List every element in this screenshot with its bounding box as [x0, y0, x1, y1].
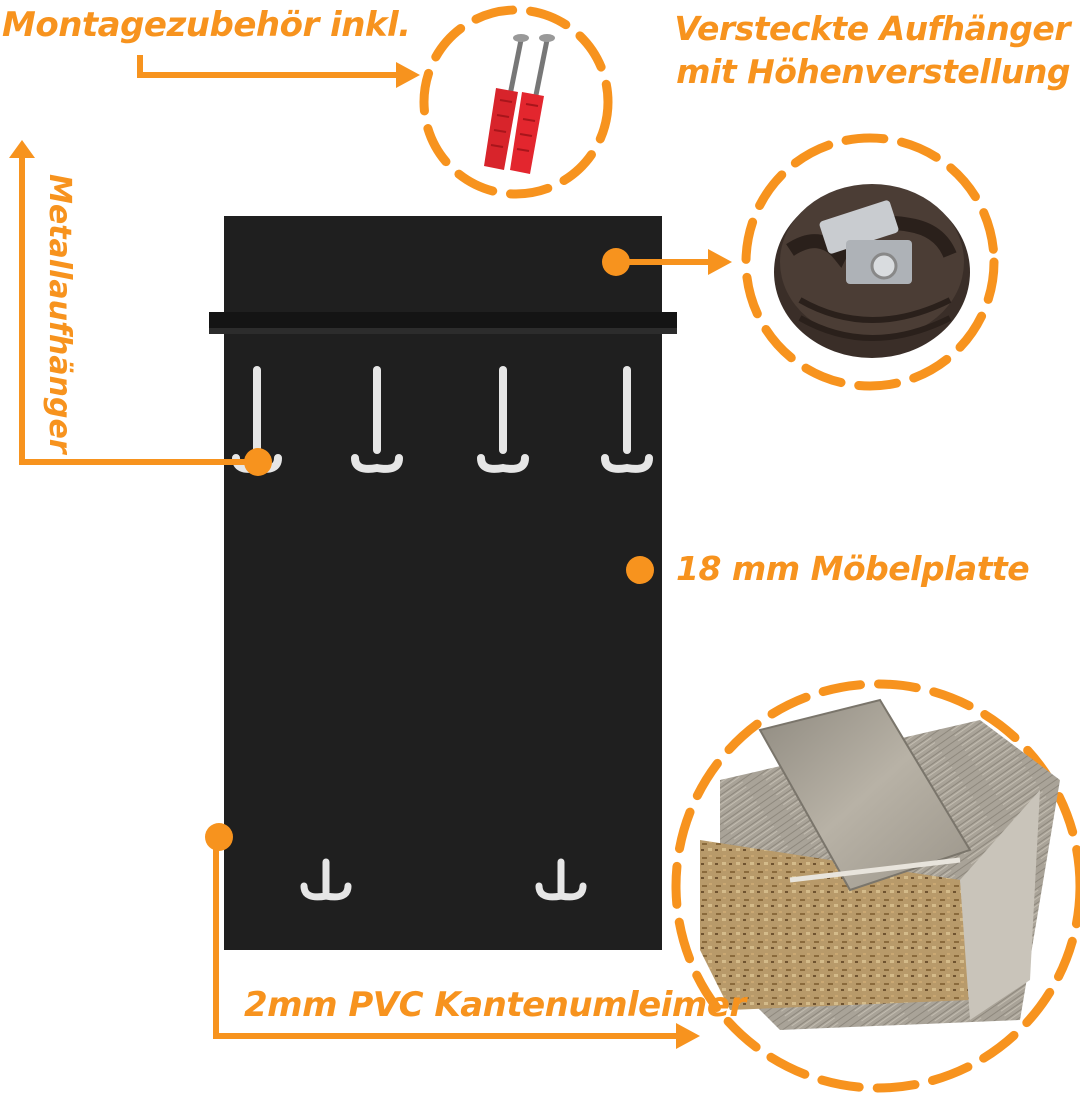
hidden-hanger-label-line2: mit Höhenverstellung: [676, 51, 1070, 91]
edge-callout-circle: [671, 679, 1080, 1093]
screws-callout-circle: [419, 5, 613, 199]
hidden-hanger-label-line1: Versteckte Aufhänger: [674, 9, 1070, 48]
hanger-callout-circle: [741, 133, 999, 391]
screw-dowel-icon: [484, 34, 555, 174]
callout-dots: [205, 248, 654, 851]
callout-circles: [419, 5, 1080, 1093]
hook-icon: [601, 366, 653, 473]
hook-icon: [300, 858, 352, 901]
pvc-edge-sample-icon: [700, 698, 1060, 1030]
hidden-hanger-icon: [774, 184, 970, 358]
board-thickness-label: 18 mm Möbelplatte: [676, 549, 1030, 588]
hook-icon: [351, 366, 403, 473]
pvc-edge-label: 2mm PVC Kantenumleimer: [244, 985, 746, 1025]
callout-arrows: [19, 55, 712, 1039]
coat-rack-panel: [209, 216, 677, 950]
hidden-hanger-label: Versteckte Aufhänger mit Höhenverstellun…: [674, 8, 1070, 94]
hook-icon: [535, 858, 587, 901]
bottom-hooks: [300, 858, 587, 901]
hook-icon: [477, 366, 529, 473]
montage-label: Montagezubehör inkl.: [2, 5, 411, 45]
arrow-heads: [9, 62, 732, 1049]
metal-hanger-label: Metallaufhänger: [42, 174, 77, 454]
